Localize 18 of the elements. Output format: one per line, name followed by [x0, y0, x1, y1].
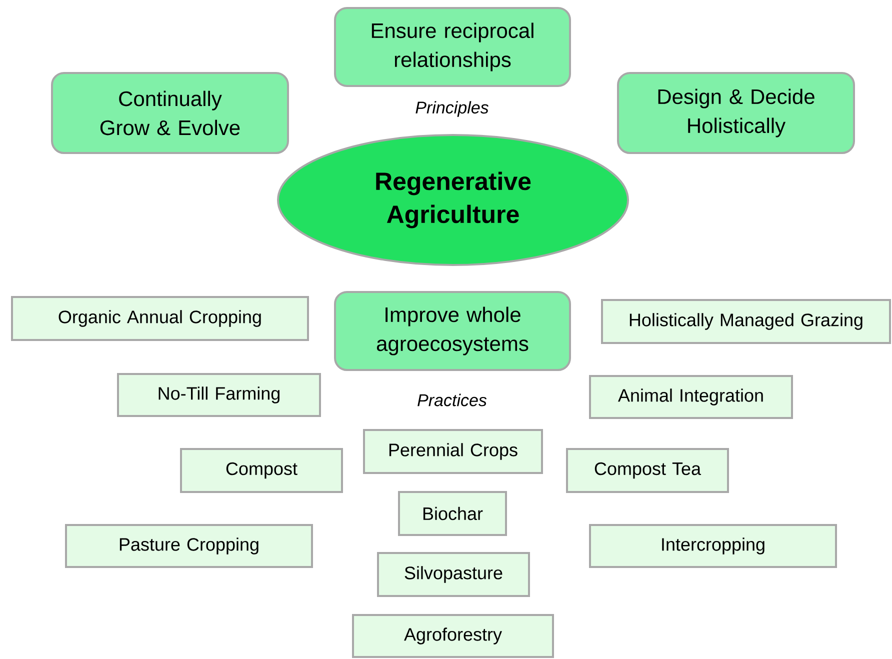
practice-box: Perennial Crops [363, 429, 543, 474]
practice-box: Organic Annual Cropping [11, 296, 309, 341]
practice-box: Animal Integration [589, 375, 793, 419]
section-label: Practices [418, 394, 487, 406]
practice-box: Silvopasture [377, 552, 530, 597]
practice-box: Biochar [398, 491, 507, 536]
practice-box: Agroforestry [352, 614, 554, 658]
practice-box: Pasture Cropping [65, 524, 313, 568]
practice-box: Compost [180, 448, 343, 493]
principle-box: Ensure reciprocal relationships [334, 7, 571, 87]
principle-box: Design & Decide Holistically [617, 72, 855, 154]
practice-box: Compost Tea [566, 448, 729, 493]
practice-box: No-Till Farming [117, 373, 321, 417]
practice-box: Holistically Managed Grazing [601, 299, 891, 344]
section-label: Principles [416, 101, 488, 117]
practice-box: Intercropping [589, 524, 837, 568]
principle-box: Continually Grow & Evolve [51, 72, 289, 154]
principle-box: Improve whole agroecosystems [334, 291, 571, 371]
